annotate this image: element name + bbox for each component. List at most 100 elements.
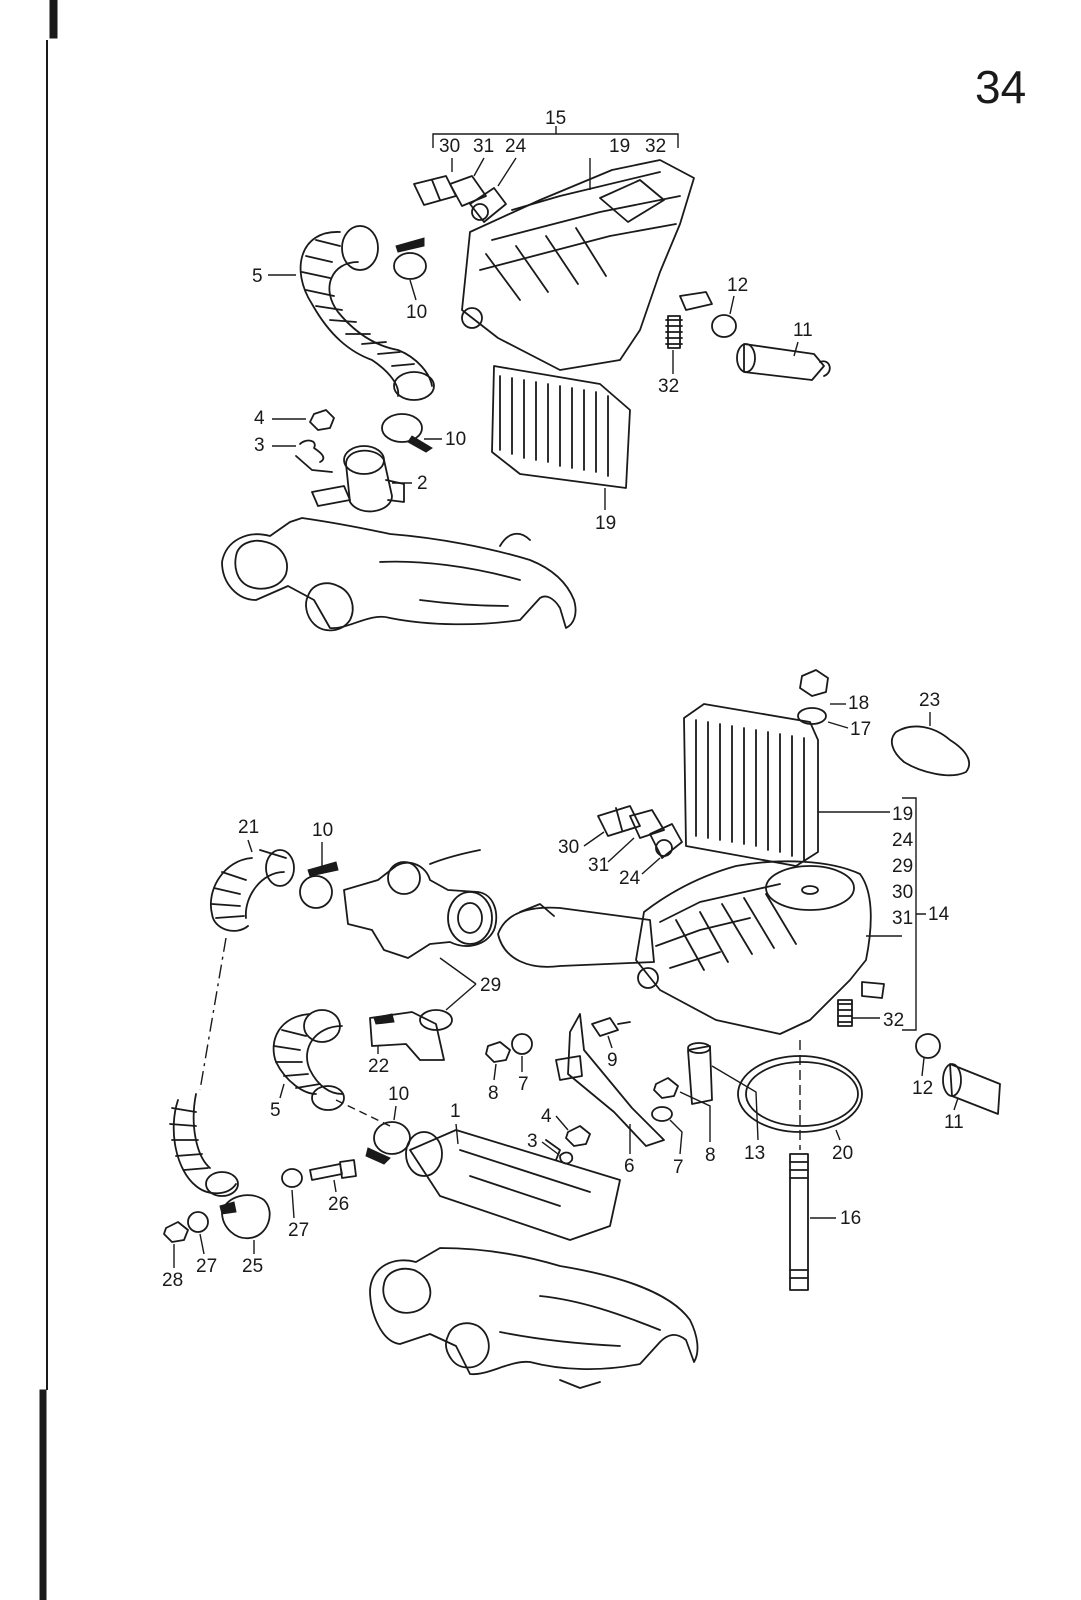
nut-4-lower bbox=[565, 1125, 591, 1147]
spring-32-upper bbox=[665, 319, 683, 345]
guide-line-21 bbox=[199, 937, 227, 1091]
callout-28: 28 bbox=[162, 1270, 183, 1291]
plug-24 bbox=[469, 187, 507, 223]
callout-12-upper: 12 bbox=[727, 275, 748, 296]
callout-26: 26 bbox=[328, 1194, 349, 1215]
callout-4-upper: 4 bbox=[254, 408, 265, 429]
hose-11-lower bbox=[949, 1063, 1001, 1115]
callout-10-lower-b: 10 bbox=[388, 1084, 409, 1105]
bolt-26 bbox=[309, 1159, 357, 1181]
connector-9 bbox=[591, 1017, 631, 1037]
callout-20: 20 bbox=[832, 1143, 853, 1164]
callout-5-lower: 5 bbox=[270, 1100, 281, 1121]
washer-7-lower-b bbox=[651, 1106, 673, 1122]
group-member-31: 31 bbox=[473, 136, 494, 157]
group-member-30: 30 bbox=[439, 136, 460, 157]
group-member-24: 24 bbox=[505, 136, 527, 157]
callout-1: 1 bbox=[450, 1101, 461, 1122]
callout-3-lower: 3 bbox=[527, 1131, 538, 1152]
callout-32-upper: 32 bbox=[658, 376, 679, 397]
page-number: 34 bbox=[975, 61, 1026, 113]
hose-clamp-10-lower-b bbox=[373, 1121, 411, 1155]
callout-5-upper: 5 bbox=[252, 266, 263, 287]
washer-17-lower bbox=[797, 707, 827, 725]
gasket-23 bbox=[890, 725, 971, 777]
sensor-31 bbox=[449, 175, 487, 207]
hose-clamp-10-upper bbox=[393, 252, 427, 280]
lower-assembly: 14 19 24 29 30 31 bbox=[163, 669, 1001, 1389]
upper-callouts: 5 10 12 11 32 4 3 10 2 19 bbox=[252, 266, 813, 534]
group-bracket-14 bbox=[902, 797, 926, 1031]
air-filter-housing-lower bbox=[635, 860, 872, 1035]
callout-16: 16 bbox=[840, 1208, 861, 1229]
nut-28 bbox=[163, 1221, 189, 1243]
clamp-25 bbox=[221, 1194, 271, 1240]
filter-element-19-lower bbox=[683, 703, 819, 867]
plug-24-lower bbox=[649, 823, 683, 859]
washer-3-lower bbox=[559, 1151, 574, 1165]
intake-hose-lower-left bbox=[172, 1093, 237, 1195]
callout-7-lower-a: 7 bbox=[518, 1074, 529, 1095]
callout-30-lower: 30 bbox=[558, 837, 579, 858]
callout-27-b: 27 bbox=[196, 1256, 217, 1277]
lower-callouts: 18 17 23 21 10 30 31 24 29 32 22 9 8 7 5… bbox=[162, 690, 964, 1291]
binding-edge-bar-top bbox=[49, 0, 58, 39]
callout-3-upper: 3 bbox=[254, 435, 265, 456]
group-member-19: 19 bbox=[892, 804, 913, 825]
callout-4-lower: 4 bbox=[541, 1106, 552, 1127]
nut-18-lower bbox=[799, 669, 829, 697]
air-filter-housing-upper bbox=[461, 159, 695, 371]
pipe-bracket bbox=[311, 479, 405, 507]
nut-4-upper bbox=[309, 409, 335, 431]
mounting-bracket-30-lower bbox=[597, 805, 641, 837]
group-member-19: 19 bbox=[609, 136, 630, 157]
upper-assembly: 15 30 31 24 19 32 bbox=[221, 108, 831, 632]
callout-2-upper: 2 bbox=[417, 473, 428, 494]
binding-edge-bar-bottom bbox=[39, 1389, 47, 1600]
group-member-32: 32 bbox=[645, 136, 666, 157]
callout-18-lower: 18 bbox=[848, 693, 869, 714]
intake-tube-lower bbox=[497, 906, 655, 968]
bracket-6 bbox=[555, 1013, 665, 1147]
callout-11-lower: 11 bbox=[944, 1112, 964, 1133]
callout-31-lower: 31 bbox=[588, 855, 609, 876]
group-member-30: 30 bbox=[892, 882, 913, 903]
hose-clamp-10-upper-b bbox=[381, 413, 423, 443]
filter-element-19-upper bbox=[491, 365, 631, 489]
callout-10-upper-b: 10 bbox=[445, 429, 466, 450]
callout-32-lower: 32 bbox=[883, 1010, 904, 1031]
callout-8-lower-a: 8 bbox=[488, 1083, 499, 1104]
washer-7-lower-a bbox=[511, 1033, 533, 1055]
callout-12-lower: 12 bbox=[912, 1078, 933, 1099]
group-member-29: 29 bbox=[892, 856, 913, 877]
intake-hose-5-lower bbox=[272, 1013, 343, 1095]
hose-clamp-12-lower bbox=[915, 1033, 941, 1059]
group-label-15: 15 bbox=[545, 108, 566, 129]
nut-8-lower-b bbox=[653, 1077, 679, 1099]
nut-8-lower-a bbox=[485, 1041, 511, 1063]
washer-27-a bbox=[281, 1168, 303, 1188]
callout-19-upper: 19 bbox=[595, 513, 616, 534]
callout-6: 6 bbox=[624, 1156, 635, 1177]
callout-13: 13 bbox=[744, 1143, 765, 1164]
rod-16 bbox=[789, 1153, 809, 1291]
group-member-24: 24 bbox=[892, 830, 914, 851]
callout-22: 22 bbox=[368, 1056, 389, 1077]
throttle-body-29 bbox=[343, 861, 498, 959]
washer-3-upper bbox=[295, 439, 333, 473]
mounting-bracket-30 bbox=[413, 175, 457, 206]
hose-clamp-12-upper bbox=[711, 314, 737, 338]
sensor-31-lower bbox=[629, 809, 665, 839]
manifold-upper bbox=[221, 517, 577, 629]
intake-pipe-2 bbox=[345, 449, 393, 513]
callout-10-lower: 10 bbox=[312, 820, 333, 841]
spring-32-lower bbox=[837, 1003, 853, 1023]
callout-8-lower-b: 8 bbox=[705, 1145, 716, 1166]
bolt-13 bbox=[687, 1045, 713, 1105]
callout-7-lower-b: 7 bbox=[673, 1157, 684, 1178]
group-label-14: 14 bbox=[928, 904, 950, 925]
callout-10-upper: 10 bbox=[406, 302, 427, 323]
callout-23: 23 bbox=[919, 690, 940, 711]
callout-29: 29 bbox=[480, 975, 501, 996]
